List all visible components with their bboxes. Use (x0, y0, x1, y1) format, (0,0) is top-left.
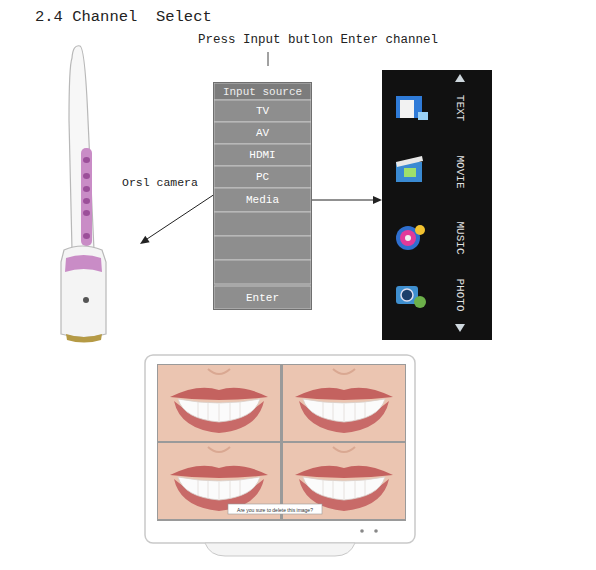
flow-arrow (312, 200, 374, 201)
menu-item: Media (214, 188, 311, 212)
monitor-drawing (145, 355, 415, 556)
camera-drawing (61, 46, 106, 343)
instruction-note: Press Input butlon Enter channel (198, 33, 438, 47)
item-label: TV (214, 100, 311, 122)
menu-body (213, 82, 312, 310)
menu-option: TEXT (454, 95, 466, 121)
item-label: AV (214, 122, 311, 144)
diagram-title: 2.4 Channel Select (35, 8, 212, 26)
item-label: Input source (214, 83, 311, 101)
menu-option: PHOTO (454, 278, 466, 311)
item-label: Media (214, 188, 311, 212)
media-panel: TEXT MOVIE MUSIC PHOTO (382, 70, 492, 340)
menu-item: HDMI (214, 144, 311, 166)
part-name: Orsl camera (122, 176, 198, 189)
arrow-head (373, 196, 382, 204)
item-label: PC (214, 166, 311, 188)
media-panel-body (382, 70, 492, 340)
menu-item: AV (214, 122, 311, 144)
item-label: HDMI (214, 144, 311, 166)
menu-item: Enter (214, 286, 311, 310)
item-label: Enter (214, 286, 311, 310)
dialog-text: Are you sure to delete this image? (230, 506, 320, 514)
menu-option: MOVIE (454, 155, 466, 188)
menu-box: Input sourceTVAVHDMIPCMediaEnter (213, 82, 312, 310)
menu-option: MUSIC (454, 221, 466, 254)
menu-item: PC (214, 166, 311, 188)
menu-item: TV (214, 100, 311, 122)
